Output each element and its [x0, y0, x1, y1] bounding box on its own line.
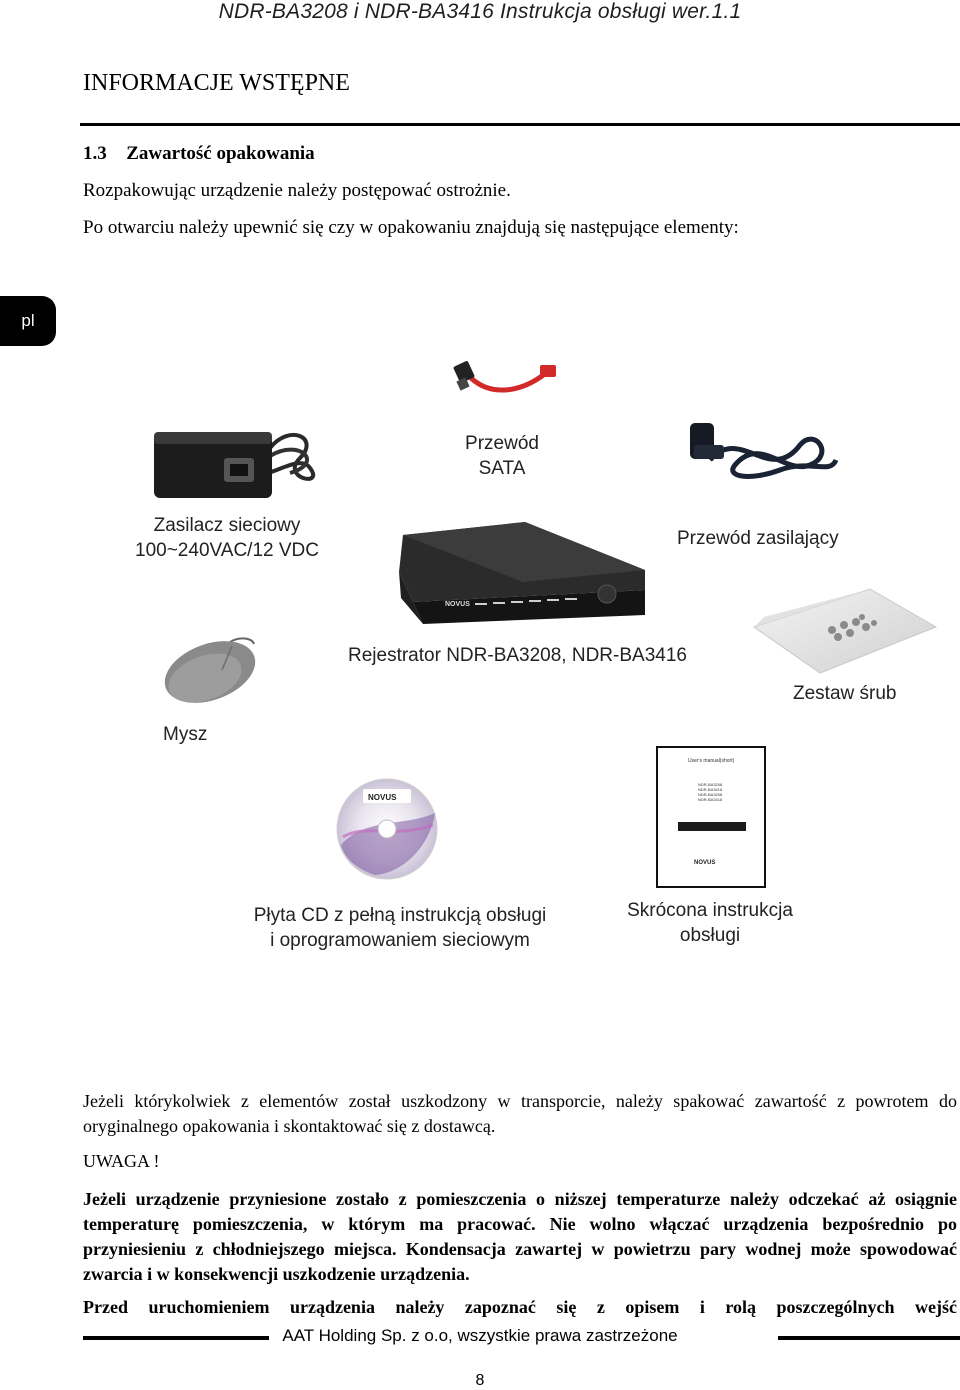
recorder-caption: Rejestrator NDR-BA3208, NDR-BA3416 [348, 645, 687, 666]
footer-rule-left [83, 1336, 269, 1340]
damage-notice: Jeżeli którykolwiek z elementów został u… [83, 1091, 957, 1136]
language-tab: pl [0, 296, 56, 346]
sata-caption: Przewód SATA [432, 432, 572, 481]
cd-brand-label: NOVUS [368, 793, 397, 802]
subsection-number: 1.3 [83, 143, 107, 164]
manual-caption: Skrócona instrukcja obsługi [610, 899, 810, 948]
cd-caption-line-2: i oprogramowaniem sieciowym [270, 929, 530, 951]
manual-image: User's manual(short) NDR-BA3208 NDR-BA34… [656, 746, 766, 888]
sata-caption-line-1: Przewód [465, 433, 539, 454]
intro-line-1: Rozpakowując urządzenie należy postępowa… [83, 180, 511, 201]
recorder-brand-label: NOVUS [445, 601, 470, 608]
warning-heading: UWAGA ! [83, 1151, 160, 1171]
sata-cable-image [453, 361, 556, 393]
screws-image [752, 587, 938, 674]
warning-text: Jeżeli urządzenie przyniesione zostało z… [83, 1189, 957, 1284]
sata-caption-line-2: SATA [478, 457, 526, 479]
subsection-title: Zawartość opakowania [126, 143, 315, 164]
manual-cover-models: NDR-BA3208 NDR-BA3416 NDR-BA3208 NDR-BA3… [698, 782, 722, 802]
cd-caption: Płyta CD z pełną instrukcją obsługi i op… [240, 904, 560, 953]
footer-text: AAT Holding Sp. z o.o, wszystkie prawa z… [282, 1326, 678, 1345]
manual-cover-model: NDR-BA3416 [698, 787, 723, 792]
manual-cover-model: NDR-BA3208 [698, 792, 723, 797]
recorder-image: NOVUS [399, 522, 645, 624]
page-number: 8 [475, 1372, 485, 1389]
manual-cover-device [678, 822, 746, 831]
subsection-heading: 1.3 Zawartość opakowania [83, 143, 315, 165]
mouse-caption: Mysz [163, 724, 208, 745]
mouse-image [164, 637, 256, 703]
last-line: Przed uruchomieniem urządzenia należy za… [83, 1297, 957, 1317]
power-cable-caption: Przewód zasilający [677, 528, 839, 549]
section-title: INFORMACJE WSTĘPNE [83, 70, 350, 96]
intro-line-2: Po otwarciu należy upewnić się czy w opa… [83, 217, 739, 238]
power-supply-caption-line-2: 100~240VAC/12 VDC [135, 539, 319, 561]
cd-caption-line-1: Płyta CD z pełną instrukcją obsługi [253, 905, 547, 926]
manual-cover-title: User's manual(short) [688, 758, 735, 764]
manual-caption-line-1: Skrócona instrukcja [627, 900, 793, 921]
power-cable-image [690, 423, 839, 479]
document-header: NDR-BA3208 i NDR-BA3416 Instrukcja obsłu… [218, 0, 742, 23]
cd-image: NOVUS [336, 778, 438, 880]
manual-caption-line-2: obsługi [679, 924, 741, 946]
power-supply-caption: Zasilacz sieciowy 100~240VAC/12 VDC [122, 514, 332, 563]
power-supply-caption-line-1: Zasilacz sieciowy [153, 515, 301, 536]
section-rule [80, 123, 960, 126]
manual-cover-model: NDR-BA3208 [698, 782, 723, 787]
screws-caption: Zestaw śrub [793, 683, 897, 704]
manual-cover-model: NDR-BA3416 [698, 797, 723, 802]
manual-cover-brand: NOVUS [694, 860, 716, 866]
footer-rule-right [778, 1336, 960, 1340]
power-supply-image [154, 432, 315, 498]
